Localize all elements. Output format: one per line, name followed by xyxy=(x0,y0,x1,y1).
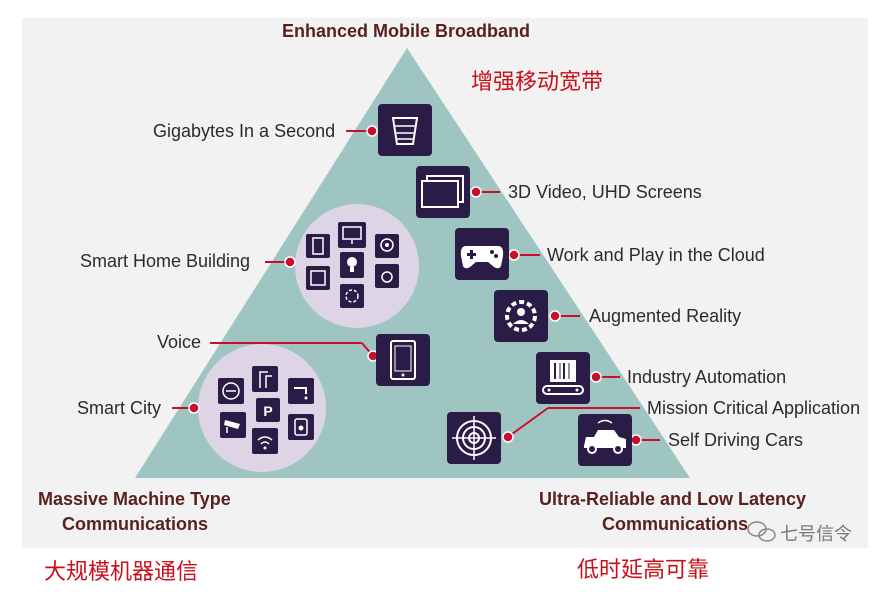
wifi-icon xyxy=(252,428,278,454)
label-self-driving: Self Driving Cars xyxy=(668,430,804,450)
title-top-chinese: 增强移动宽带 xyxy=(471,69,604,94)
water-tap-icon xyxy=(288,378,314,404)
fan-icon xyxy=(340,284,364,308)
camera-icon xyxy=(375,234,399,258)
label-smart-home: Smart Home Building xyxy=(80,251,251,271)
smart-city-icons: P xyxy=(218,366,314,454)
keypad-icon xyxy=(306,234,330,258)
smart-home-icons xyxy=(306,222,399,308)
label-gigabytes: Gigabytes In a Second xyxy=(153,121,336,141)
target-icon xyxy=(447,412,501,464)
title-urllc-line1: Ultra-Reliable and Low Latency xyxy=(539,489,807,509)
svg-text:P: P xyxy=(263,403,272,419)
label-3d-video: 3D Video, UHD Screens xyxy=(508,182,702,202)
label-augmented-reality: Augmented Reality xyxy=(589,306,742,326)
conveyor-icon xyxy=(536,352,590,404)
augmented-reality-icon xyxy=(494,290,548,342)
thermostat-icon xyxy=(306,266,330,290)
screens-icon xyxy=(416,166,470,218)
tablet-icon xyxy=(376,334,430,386)
label-mission-critical: Mission Critical Application xyxy=(647,398,861,418)
watermark-text: 七号信令 xyxy=(780,524,852,544)
wechat-icon xyxy=(747,521,776,542)
ev-charger-icon xyxy=(288,414,314,440)
title-left-chinese: 大规模机器通信 xyxy=(44,559,199,584)
title-urllc-line2: Communications xyxy=(602,514,749,534)
gamepad-icon xyxy=(455,228,509,280)
label-industry-automation: Industry Automation xyxy=(627,367,787,387)
meter-icon xyxy=(218,378,244,404)
bulb-icon xyxy=(340,252,364,278)
bucket-icon xyxy=(378,104,432,156)
title-enhanced-mobile-broadband: Enhanced Mobile Broadband xyxy=(282,21,531,41)
cctv-icon xyxy=(220,412,246,438)
title-massive-machine-line2: Communications xyxy=(62,514,209,534)
label-cloud: Work and Play in the Cloud xyxy=(547,245,765,265)
label-voice: Voice xyxy=(157,332,202,352)
title-massive-machine-line1: Massive Machine Type xyxy=(38,489,231,509)
streetlight-icon xyxy=(252,366,278,392)
washer-icon xyxy=(375,264,399,288)
label-smart-city: Smart City xyxy=(77,398,162,418)
title-right-chinese: 低时延高可靠 xyxy=(577,557,710,582)
monitor-icon xyxy=(338,222,366,248)
parking-icon: P xyxy=(256,398,280,422)
car-icon xyxy=(578,414,632,466)
